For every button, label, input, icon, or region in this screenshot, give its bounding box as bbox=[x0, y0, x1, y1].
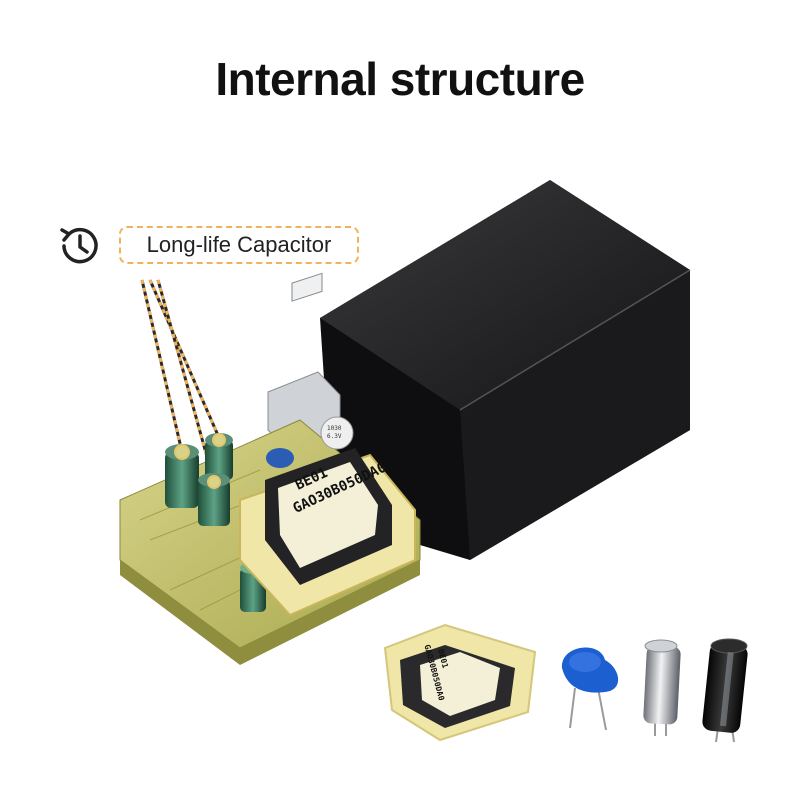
loose-transformer bbox=[383, 623, 537, 742]
chip-label: 1030 6.3V bbox=[320, 416, 354, 450]
ceramic-capacitor bbox=[561, 647, 619, 731]
svg-text:1030: 1030 bbox=[327, 425, 342, 432]
clock-history-icon bbox=[60, 227, 98, 264]
callout-label: Long-life Capacitor bbox=[119, 226, 359, 264]
transformer bbox=[239, 448, 416, 617]
silver-capacitor bbox=[643, 639, 681, 736]
callout-leader-lines bbox=[140, 279, 222, 483]
svg-text:6.3V: 6.3V bbox=[327, 433, 342, 440]
small-blue-capacitor bbox=[266, 448, 294, 468]
page-title: Internal structure bbox=[215, 53, 585, 105]
charger-housing bbox=[320, 180, 691, 560]
black-capacitor bbox=[702, 638, 748, 743]
